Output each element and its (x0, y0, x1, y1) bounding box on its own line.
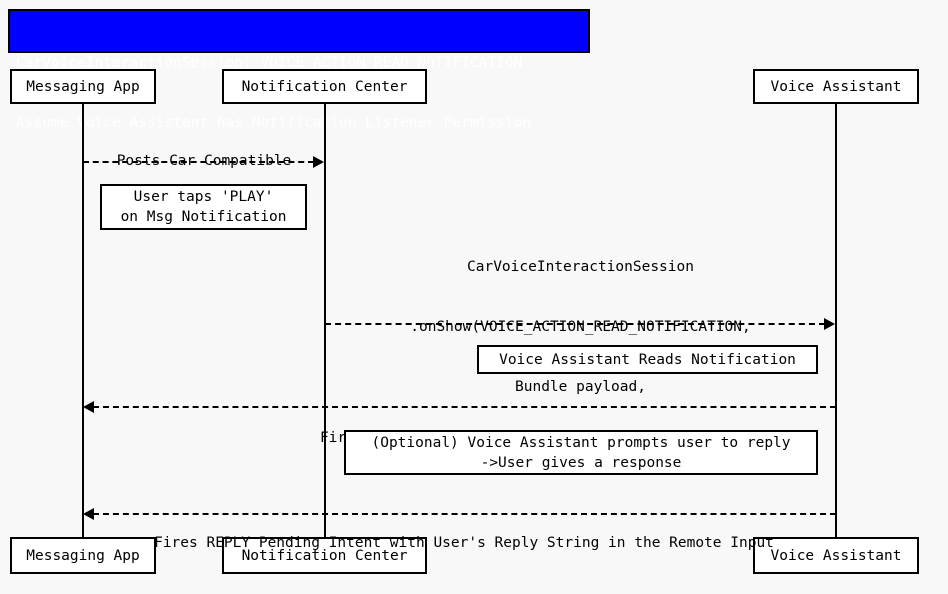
note-optional-voice-assistant-prompt: (Optional) Voice Assistant prompts user … (344, 430, 818, 475)
participant-bottom-voice-assistant-label: Voice Assistant (770, 547, 902, 564)
title-line-1: CarVoiceInteractionSession: VOICE_ACTION… (16, 55, 523, 71)
arrowhead-left-message-4 (83, 508, 94, 520)
note-3-line-2: ->User gives a response (480, 454, 682, 471)
message-2-line-3: Bundle payload, (515, 379, 646, 395)
diagram-title-banner: CarVoiceInteractionSession: VOICE_ACTION… (8, 9, 590, 131)
message-2-line-1: CarVoiceInteractionSession (467, 259, 694, 275)
note-2-line-1: Voice Assistant Reads Notification (499, 351, 796, 368)
message-arrow-posts-car-compatible-messaging-notification (83, 161, 314, 163)
title-line-2: Assume Voice Assistant has Notification … (16, 115, 532, 131)
note-3-line-1: (Optional) Voice Assistant prompts user … (371, 434, 791, 451)
message-4-line-1: Fires REPLY Pending Intent with User's R… (154, 535, 774, 551)
participant-top-voice-assistant[interactable]: Voice Assistant (753, 69, 919, 104)
participant-bottom-voice-assistant[interactable]: Voice Assistant (753, 537, 919, 574)
note-1-line-1: User taps 'PLAY' (133, 189, 274, 205)
message-arrow-on-show-voice-action-read-notification (325, 323, 825, 325)
participant-top-notification-center-label: Notification Center (241, 78, 408, 95)
arrowhead-right-message-1 (313, 156, 324, 168)
lifeline-voice-assistant (835, 103, 837, 539)
participant-top-notification-center[interactable]: Notification Center (222, 69, 427, 104)
lifeline-notification-center (324, 103, 326, 539)
participant-top-messaging-app[interactable]: Messaging App (10, 69, 156, 104)
arrowhead-right-message-2 (824, 318, 835, 330)
participant-bottom-notification-center-label: Notification Center (241, 547, 408, 564)
message-arrow-fires-reply-pending-intent (93, 513, 836, 515)
participant-top-voice-assistant-label: Voice Assistant (770, 78, 902, 95)
participant-bottom-notification-center[interactable]: Notification Center (222, 537, 427, 574)
note-1-line-2: on Msg Notification (120, 209, 287, 225)
participant-bottom-messaging-app-label: Messaging App (26, 547, 140, 564)
message-2-line-2: .onShow(VOICE_ACTION_READ_NOTIFICATION, (410, 319, 751, 335)
note-user-taps-play: User taps 'PLAY' on Msg Notification (100, 184, 307, 230)
participant-bottom-messaging-app[interactable]: Messaging App (10, 537, 156, 574)
message-label-fires-reply-pending-intent: Fires REPLY Pending Intent with User's R… (93, 493, 835, 593)
note-voice-assistant-reads-notification: Voice Assistant Reads Notification (477, 345, 818, 374)
lifeline-messaging-app (82, 103, 84, 539)
message-arrow-fires-mark-as-read-pending-intent (93, 406, 836, 408)
arrowhead-left-message-3 (83, 401, 94, 413)
participant-top-messaging-app-label: Messaging App (26, 78, 140, 95)
